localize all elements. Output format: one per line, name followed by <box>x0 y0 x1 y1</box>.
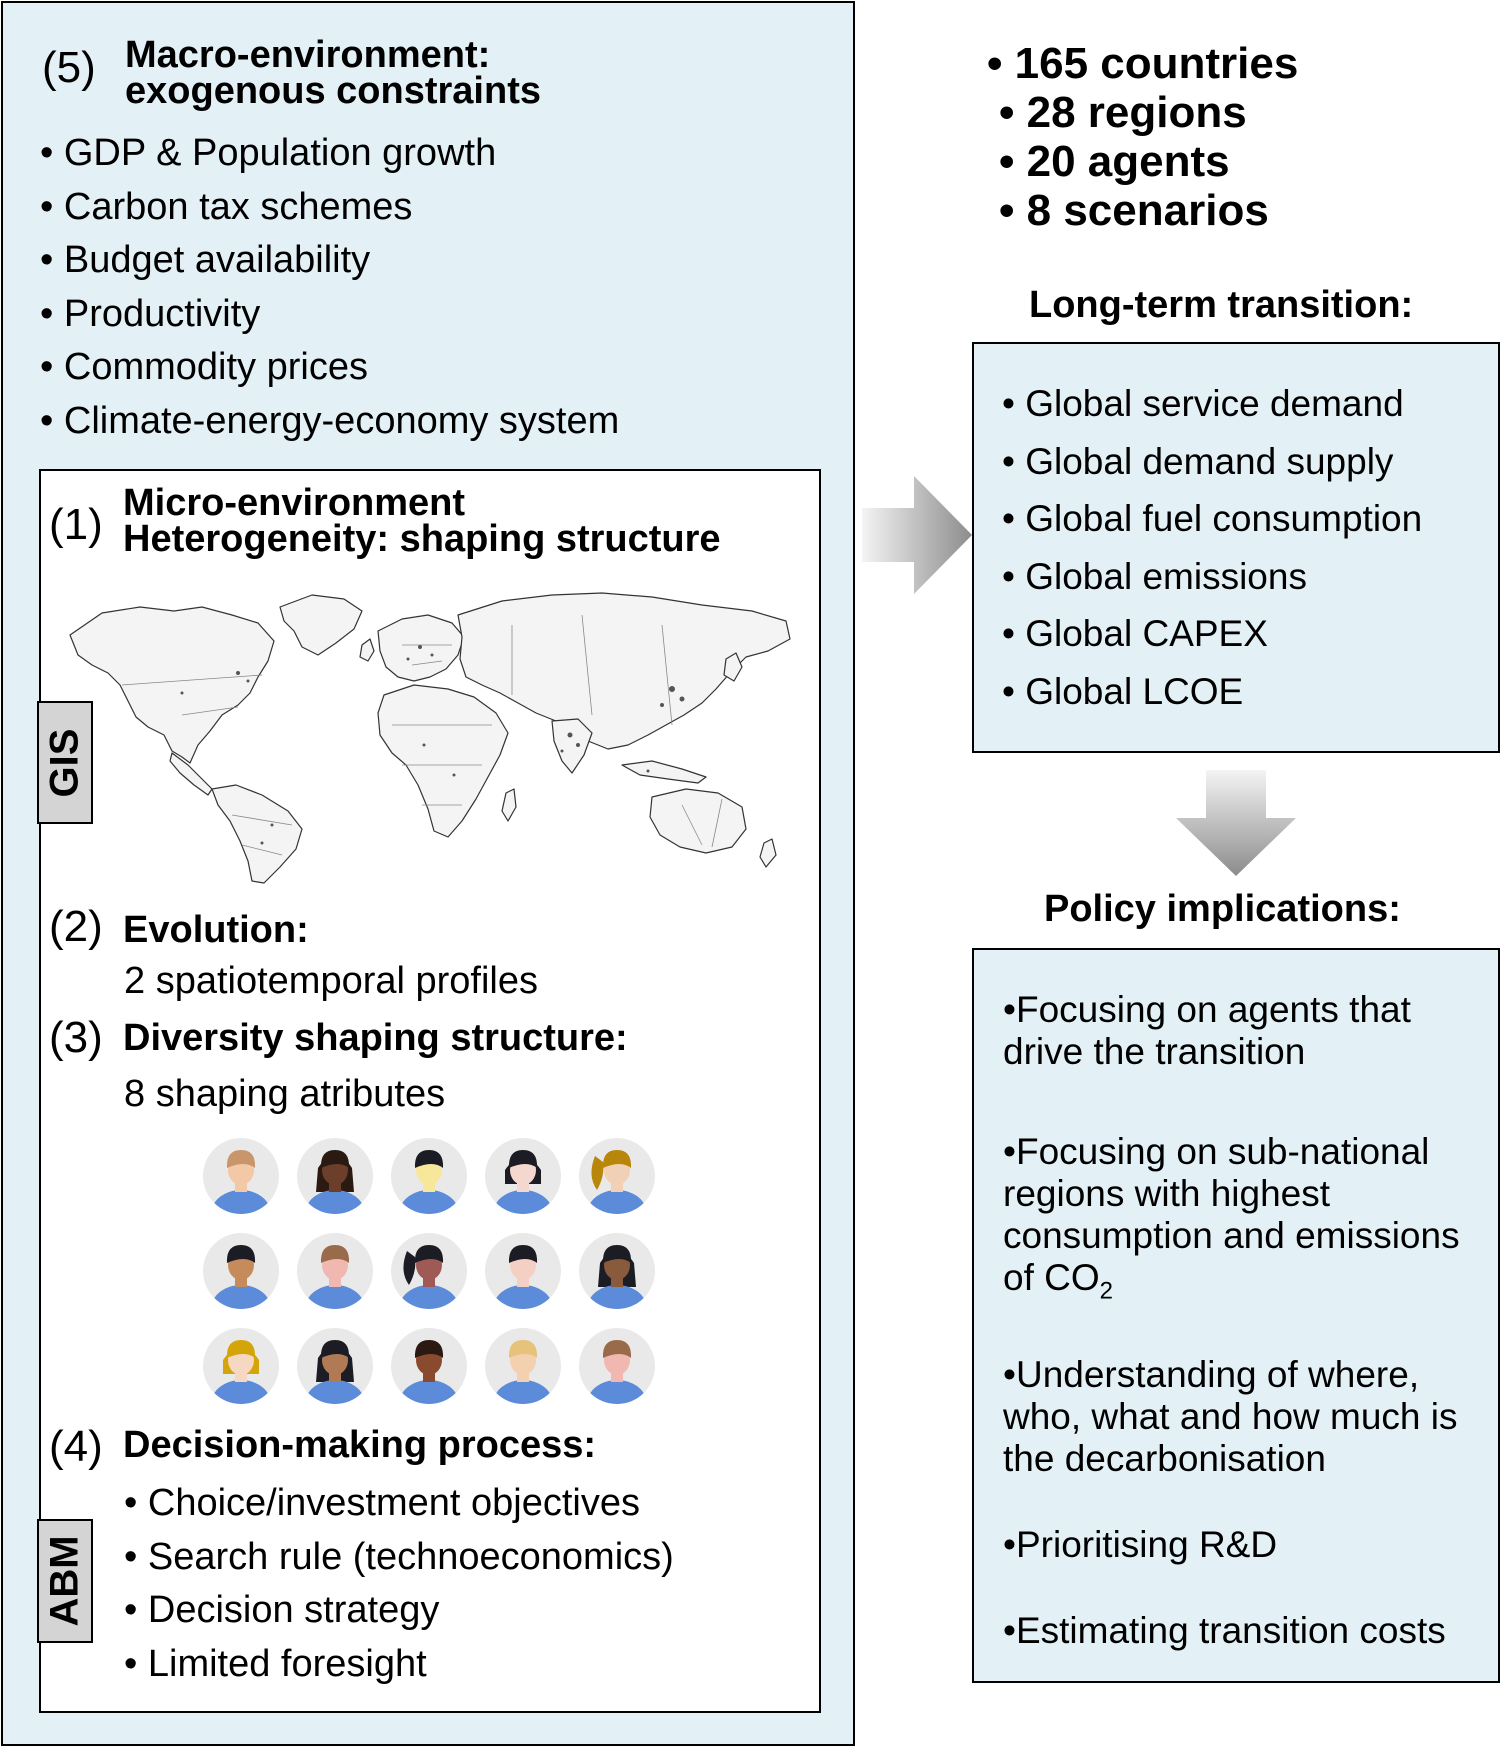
agent-avatars <box>203 1138 655 1404</box>
agent-avatar-icon <box>391 1328 467 1404</box>
macro-title: Macro-environment: exogenous constraints <box>125 34 541 112</box>
policy-title: Policy implications: <box>1044 888 1401 930</box>
agent-avatar-icon <box>297 1138 373 1214</box>
list-item: Decision strategy <box>124 1584 674 1638</box>
world-map <box>69 592 791 884</box>
list-item: Global fuel consumption <box>1002 490 1422 548</box>
list-item: Global CAPEX <box>1002 605 1422 663</box>
policy-list: •Focusing on agents that drive the trans… <box>1003 989 1493 1652</box>
longterm-title: Long-term transition: <box>1029 284 1414 326</box>
policy-line: Focusing on sub-national <box>1015 1131 1430 1172</box>
map-asia <box>457 592 791 750</box>
stat-countries: 165 countries <box>987 39 1299 88</box>
stat-regions: 28 regions <box>987 88 1298 137</box>
map-uk <box>359 638 375 662</box>
macro-title-line2: exogenous constraints <box>125 70 541 112</box>
policy-item-1: •Focusing on agents that drive the trans… <box>1003 989 1411 1072</box>
diversity-number: (3) <box>49 1013 103 1062</box>
agent-avatar-icon <box>203 1233 279 1309</box>
map-madagascar <box>501 788 517 822</box>
agent-avatar-icon <box>485 1328 561 1404</box>
list-item: Global demand supply <box>1002 433 1422 491</box>
decision-list: Choice/investment objectives Search rule… <box>124 1477 674 1691</box>
policy-line: regions with highest <box>1003 1173 1331 1214</box>
evolution-number: (2) <box>49 902 103 951</box>
list-item: Global LCOE <box>1002 663 1422 721</box>
longterm-list: Global service demand Global demand supp… <box>1002 375 1422 720</box>
gis-tag-label: GIS <box>42 728 87 797</box>
map-japan <box>723 652 743 682</box>
policy-line: consumption and emissions <box>1003 1215 1460 1256</box>
list-item: Productivity <box>40 288 619 342</box>
agent-avatar-icon <box>485 1138 561 1214</box>
agent-avatar-icon <box>579 1328 655 1404</box>
list-item: Climate-energy-economy system <box>40 395 619 449</box>
gis-tag: GIS <box>37 701 93 824</box>
map-new-zealand <box>759 838 777 868</box>
diversity-title: Diversity shaping structure: <box>123 1017 628 1059</box>
list-item: Commodity prices <box>40 341 619 395</box>
list-item: Limited foresight <box>124 1638 674 1692</box>
stats-list: 165 countries 28 regions 20 agents 8 sce… <box>987 39 1299 235</box>
policy-item-4: •Prioritising R&D <box>1003 1524 1278 1566</box>
agent-avatar-icon <box>391 1233 467 1309</box>
macro-list: GDP & Population growth Carbon tax schem… <box>40 127 619 448</box>
policy-line: Focusing on agents that <box>1015 989 1411 1030</box>
list-item: Carbon tax schemes <box>40 181 619 235</box>
stat-agents: 20 agents <box>987 137 1298 186</box>
stat-scenarios: 8 scenarios <box>987 186 1298 235</box>
policy-box <box>972 948 1500 1683</box>
macro-title-line1: Macro-environment: <box>125 34 491 76</box>
list-item: Budget availability <box>40 234 619 288</box>
evolution-text: 2 spatiotemporal profiles <box>124 960 538 1002</box>
right-arrow-icon <box>862 476 972 594</box>
agent-avatar-icon <box>297 1328 373 1404</box>
policy-line: Understanding of where, <box>1015 1354 1420 1396</box>
map-density-dots <box>180 645 685 845</box>
micro-number: (1) <box>49 500 103 549</box>
decision-number: (4) <box>49 1422 103 1471</box>
agent-avatar-icon <box>203 1138 279 1214</box>
agent-avatar-icon <box>203 1328 279 1404</box>
agent-avatar-icon <box>391 1138 467 1214</box>
list-item: Choice/investment objectives <box>124 1477 674 1531</box>
policy-co2: of CO2 <box>1003 1257 1113 1305</box>
map-greenland <box>279 594 363 656</box>
policy-item-5: •Estimating transition costs <box>1003 1610 1446 1652</box>
macro-number: (5) <box>42 43 96 92</box>
policy-line: Estimating transition costs <box>1015 1610 1446 1652</box>
map-borders <box>121 614 723 856</box>
map-indonesia <box>621 760 707 784</box>
decision-title: Decision-making process: <box>123 1424 597 1466</box>
policy-line: Prioritising R&D <box>1015 1524 1278 1566</box>
map-south-america <box>211 784 303 884</box>
policy-line: who, what and how much is <box>1003 1396 1458 1438</box>
agent-avatar-icon <box>579 1138 655 1214</box>
list-item: Global service demand <box>1002 375 1422 433</box>
diversity-text: 8 shaping atributes <box>124 1073 446 1115</box>
map-africa <box>377 684 509 838</box>
map-central-america <box>169 752 213 796</box>
list-item: Search rule (technoeconomics) <box>124 1531 674 1585</box>
abm-tag: ABM <box>37 1519 93 1643</box>
map-australia <box>649 788 747 854</box>
list-item: Global emissions <box>1002 548 1422 606</box>
micro-title-line2: Heterogeneity: shaping structure <box>123 518 721 560</box>
policy-item-3: •Understanding of where, who, what and h… <box>1003 1354 1458 1480</box>
agent-avatar-icon <box>579 1233 655 1309</box>
list-item: GDP & Population growth <box>40 127 619 181</box>
map-india <box>551 718 593 774</box>
micro-title-line1: Micro-environment <box>123 482 466 524</box>
agent-avatar-icon <box>485 1233 561 1309</box>
micro-title: Micro-environment Heterogeneity: shaping… <box>123 482 721 560</box>
map-north-america <box>69 606 275 764</box>
agent-avatar-icon <box>297 1233 373 1309</box>
down-arrow-icon <box>1176 770 1296 876</box>
policy-line: drive the transition <box>1003 1031 1306 1072</box>
policy-item-2: •Focusing on sub-national regions with h… <box>1003 1131 1460 1305</box>
policy-line: the decarbonisation <box>1003 1438 1326 1480</box>
evolution-title: Evolution: <box>123 909 309 951</box>
abm-tag-label: ABM <box>42 1535 87 1627</box>
